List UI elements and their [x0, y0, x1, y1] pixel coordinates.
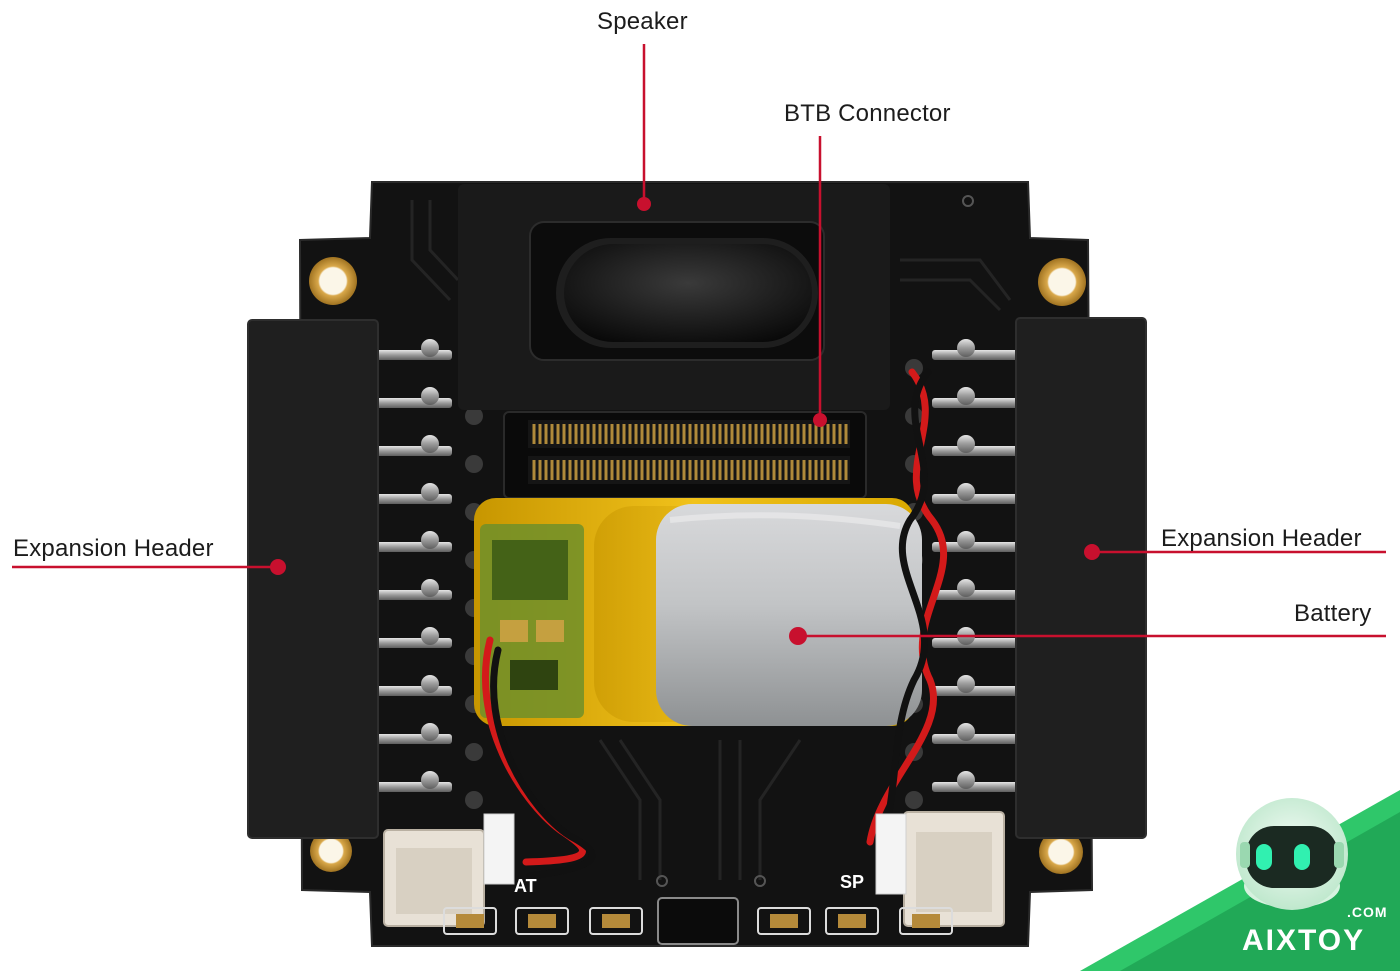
- header-pin: [372, 638, 452, 648]
- solder-joint: [957, 531, 975, 549]
- header-pin: [932, 494, 1018, 504]
- expansion-header-right: [1015, 317, 1147, 839]
- solder-joint: [421, 579, 439, 597]
- solder-joint: [957, 435, 975, 453]
- header-pin: [372, 398, 452, 408]
- header-pin: [372, 542, 452, 552]
- header-pin: [932, 350, 1018, 360]
- btb-connector: [503, 411, 867, 499]
- solder-joint: [465, 407, 483, 425]
- expansion-right-callout-dot: [1084, 544, 1100, 560]
- solder-joint: [421, 339, 439, 357]
- smd-component: [899, 907, 953, 935]
- solder-joint: [421, 723, 439, 741]
- battery-label: Battery: [1294, 600, 1372, 627]
- speaker-label: Speaker: [597, 8, 688, 35]
- solder-joint: [421, 675, 439, 693]
- solder-joint: [421, 627, 439, 645]
- battery-port-connector: [383, 813, 515, 927]
- header-pin: [372, 782, 452, 792]
- mounting-holes: [309, 257, 1086, 874]
- smd-component: [825, 907, 879, 935]
- solder-joint: [957, 675, 975, 693]
- battery-port-silkscreen: AT: [514, 876, 537, 896]
- solder-joint: [957, 771, 975, 789]
- header-pin: [372, 350, 452, 360]
- battery: [474, 498, 922, 726]
- solder-joint: [421, 387, 439, 405]
- solder-joint: [465, 743, 483, 761]
- header-pin: [932, 446, 1018, 456]
- solder-joint: [957, 723, 975, 741]
- header-pin: [932, 590, 1018, 600]
- solder-joint: [421, 483, 439, 501]
- header-pin: [932, 734, 1018, 744]
- header-pin: [932, 782, 1018, 792]
- header-pin: [932, 542, 1018, 552]
- expansion-header-right-label: Expansion Header: [1161, 525, 1362, 552]
- tactile-switch: [657, 897, 739, 945]
- battery-wires: [482, 636, 596, 880]
- header-pin: [932, 638, 1018, 648]
- expansion-header-left-label: Expansion Header: [13, 535, 214, 562]
- smd-components: [443, 907, 953, 935]
- smd-component: [589, 907, 643, 935]
- callout-lines: [12, 44, 1386, 638]
- solder-joint: [465, 791, 483, 809]
- callout-dots: [270, 197, 1100, 645]
- smd-component: [443, 907, 497, 935]
- left-header-pins: [372, 339, 483, 809]
- header-pin: [372, 446, 452, 456]
- solder-joint: [957, 387, 975, 405]
- header-pin: [372, 494, 452, 504]
- watermark-logo: [1080, 790, 1400, 971]
- speaker-port-connector: [875, 811, 1005, 927]
- btb-callout-dot: [813, 413, 827, 427]
- solder-joint: [957, 483, 975, 501]
- speaker-port-silkscreen: SP: [840, 872, 865, 892]
- solder-joint: [465, 455, 483, 473]
- speaker: [458, 184, 890, 410]
- btb-connector-label: BTB Connector: [784, 100, 951, 127]
- expansion-header-left: [247, 319, 379, 839]
- expansion-left-callout-dot: [270, 559, 286, 575]
- header-pin: [372, 686, 452, 696]
- smd-component: [515, 907, 569, 935]
- header-pin: [372, 590, 452, 600]
- speaker-callout-dot: [637, 197, 651, 211]
- watermark-suffix: .COM: [1347, 904, 1388, 920]
- speaker-wires: [866, 368, 948, 852]
- header-pin: [932, 398, 1018, 408]
- solder-joint: [905, 791, 923, 809]
- solder-joint: [421, 771, 439, 789]
- solder-joint: [421, 531, 439, 549]
- solder-joint: [957, 579, 975, 597]
- smd-component: [757, 907, 811, 935]
- right-header-pins: [905, 339, 1018, 809]
- watermark-name: AIXTOY: [1242, 924, 1366, 957]
- robot-mascot-icon: [1236, 798, 1348, 910]
- battery-callout-dot: [789, 627, 807, 645]
- solder-joint: [421, 435, 439, 453]
- solder-joint: [957, 339, 975, 357]
- header-pin: [372, 734, 452, 744]
- header-pin: [932, 686, 1018, 696]
